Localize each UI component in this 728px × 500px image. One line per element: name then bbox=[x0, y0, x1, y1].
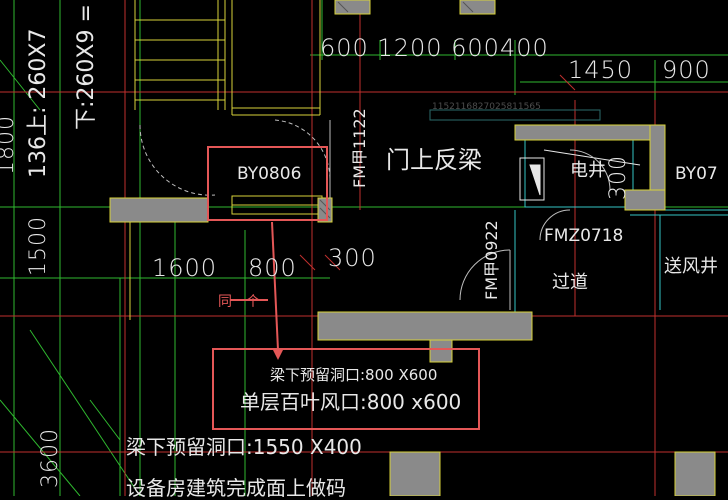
dim-top-label: 600 1200 600400 bbox=[320, 34, 549, 62]
dim-900-label: 900 bbox=[662, 56, 711, 84]
bottom-note-2: 设备房建筑完成面上做码 bbox=[126, 476, 346, 500]
air-shaft-label: 送风井 bbox=[664, 256, 718, 277]
door-swings bbox=[139, 119, 611, 310]
callout-line1: 梁下预留洞口:800 X600 bbox=[270, 366, 438, 384]
dim-1600-label: 1600 bbox=[152, 254, 218, 282]
electric-shaft-symbol bbox=[519, 149, 641, 201]
walls bbox=[109, 0, 716, 496]
corridor-label: 过道 bbox=[552, 272, 588, 293]
callout-highlight-box bbox=[212, 348, 480, 430]
same-one-annotation: 同一个 bbox=[218, 294, 260, 310]
dim-3600-label: 3600 bbox=[38, 428, 63, 488]
stair-down-note: 下:260X9 = bbox=[74, 4, 99, 130]
wall-hatching bbox=[319, 1, 474, 219]
stair-lines bbox=[129, 0, 323, 320]
hidden-text: 1152116827025811565 bbox=[432, 102, 541, 112]
window-tag-by07: BY07 bbox=[675, 164, 718, 184]
door-tag-fm1122: FM甲1122 bbox=[350, 108, 369, 188]
electric-shaft-label: 电井 bbox=[570, 160, 606, 181]
dim-1500-label: 1500 bbox=[26, 216, 51, 276]
dim-300-label: 300 bbox=[328, 244, 377, 272]
dim-300b-label: 300 bbox=[606, 155, 631, 200]
window-tag-by0806: BY0806 bbox=[237, 164, 302, 184]
door-tag-fmz0718: FMZ0718 bbox=[544, 226, 624, 246]
door-tag-fm0922: FM甲0922 bbox=[482, 220, 501, 300]
callout-line2: 单层百叶风口:800 x600 bbox=[240, 390, 462, 414]
dim-1800-label: 1800 bbox=[0, 115, 19, 175]
window-highlight-box bbox=[207, 146, 328, 221]
link-arrow bbox=[230, 221, 284, 360]
dim-1450-label: 1450 bbox=[568, 56, 634, 84]
bottom-note-1: 梁下预留洞口:1550 X400 bbox=[126, 435, 362, 459]
dim-ticks bbox=[299, 74, 576, 271]
beam-note: 门上反梁 bbox=[386, 146, 482, 174]
stair-up-note: 136上: 260X7 bbox=[26, 28, 51, 178]
dim-800-label: 800 bbox=[248, 254, 297, 282]
